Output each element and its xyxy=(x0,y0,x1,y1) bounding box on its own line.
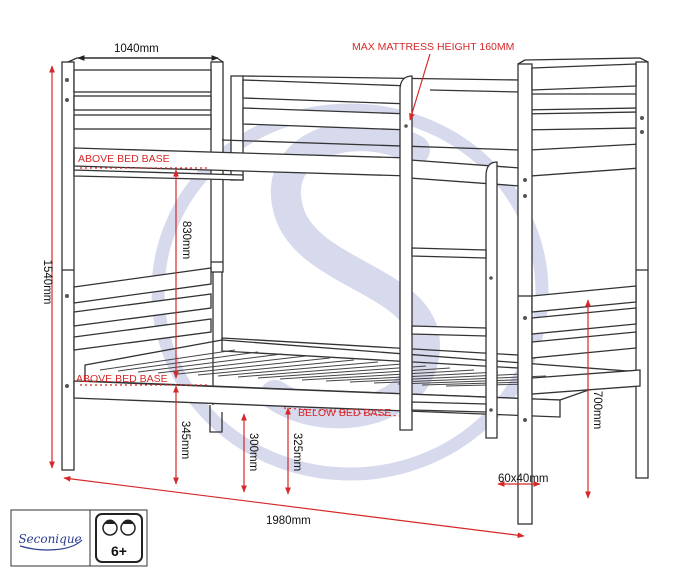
children-faces-icon xyxy=(95,513,143,563)
age-rating: 6+ xyxy=(111,543,127,559)
length-label: 1980mm xyxy=(266,515,311,527)
ladder xyxy=(399,75,498,439)
annotation-lines xyxy=(49,53,591,539)
post-size-label: 60x40mm xyxy=(498,473,549,485)
height-label: 1540mm xyxy=(41,260,53,305)
upper-guard-rail xyxy=(73,75,641,187)
underbed-alt-label: 325mm xyxy=(291,433,303,471)
above-bed-base-bottom-label: ABOVE BED BASE xyxy=(76,373,168,385)
floor-to-base-label: 345mm xyxy=(179,421,191,459)
below-bed-base-label: BELOW BED BASE xyxy=(298,407,391,419)
underbed-label: 300mm xyxy=(247,433,259,471)
right-foot-end xyxy=(517,57,649,525)
brand-name: Seconique xyxy=(18,532,81,546)
width-label: 1040mm xyxy=(114,43,159,55)
top-clearance-label: 830mm xyxy=(180,221,192,259)
above-bed-base-top-label: ABOVE BED BASE xyxy=(78,153,170,165)
end-height-label: 700mm xyxy=(591,391,603,429)
max-mattress-label: MAX MATTRESS HEIGHT 160MM xyxy=(352,41,514,53)
